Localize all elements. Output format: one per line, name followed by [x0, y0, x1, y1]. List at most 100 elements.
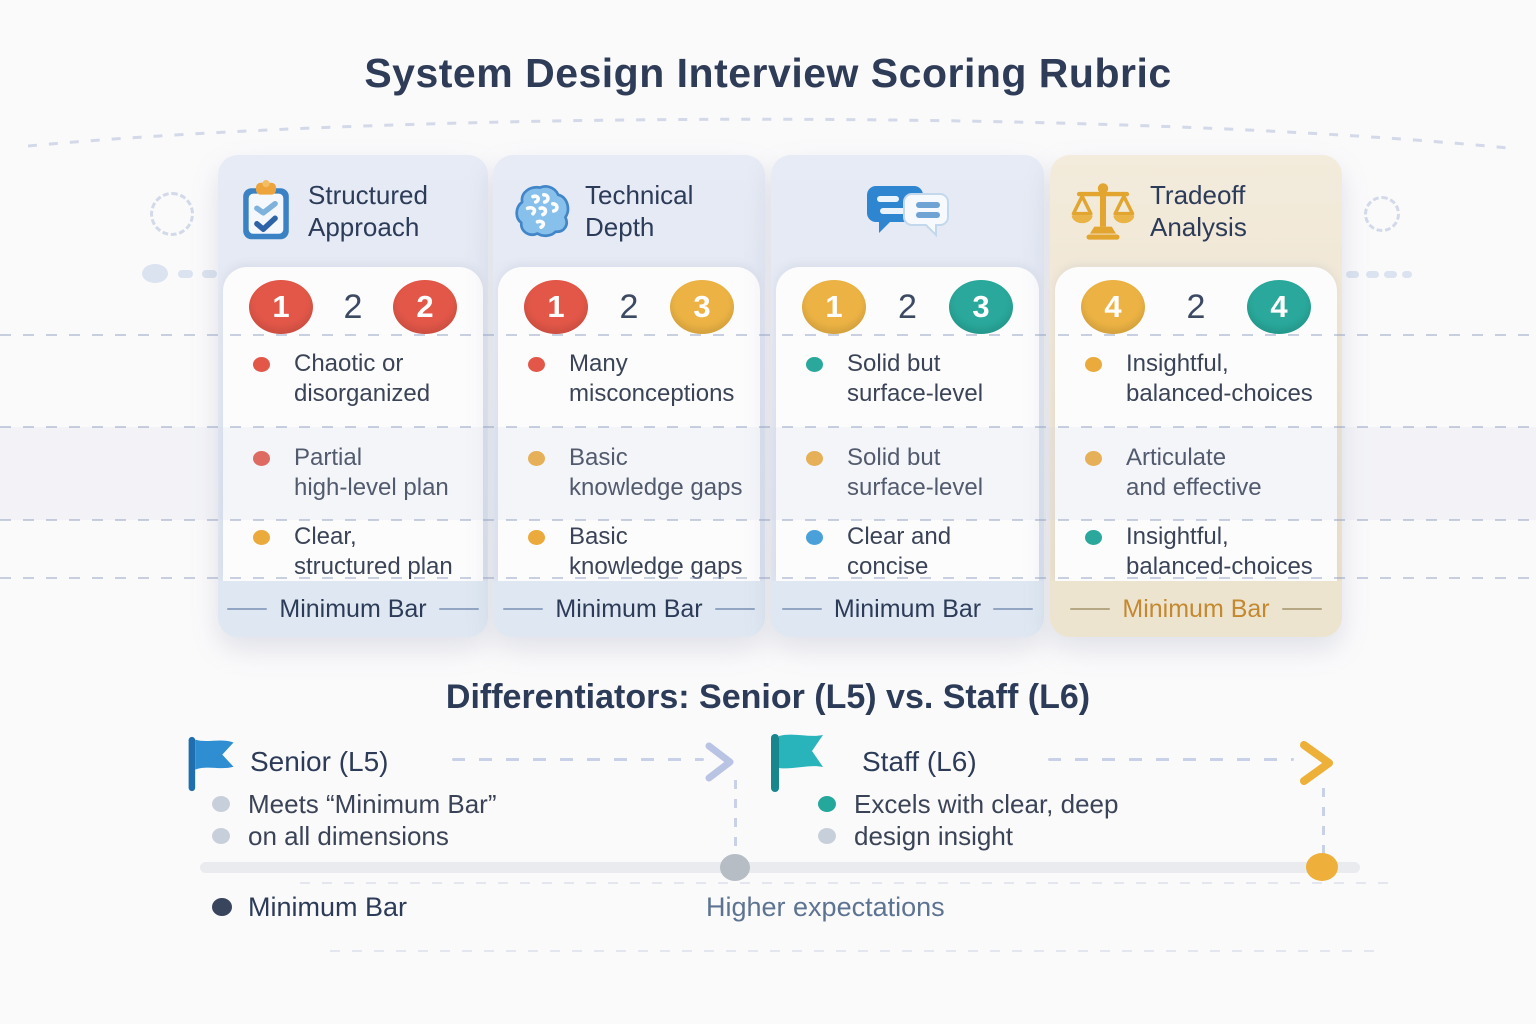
- bullet-dot: [253, 451, 270, 466]
- staff-level-marker: [1306, 853, 1338, 881]
- bullet-dot: [528, 451, 545, 466]
- score-badge: 4: [1247, 280, 1311, 334]
- bullet-dot: [1085, 357, 1102, 372]
- minimum-bar-label: Minimum Bar: [279, 594, 427, 623]
- score-badge: 3: [670, 280, 734, 334]
- card-title: Tradeoff Analysis: [1150, 180, 1247, 242]
- score-badge: 4: [1081, 280, 1145, 334]
- bullet-dot: [528, 530, 545, 545]
- bullet-text: high-level plan: [294, 474, 449, 501]
- footer-line: [227, 608, 268, 610]
- bullet-dot: [253, 530, 270, 545]
- bullet-dot: [253, 357, 270, 372]
- footer-line: [503, 608, 544, 610]
- expectation-track: [200, 862, 1360, 873]
- minimum-bar-marker: [720, 854, 750, 881]
- list-item: Articulate and effective: [1055, 427, 1337, 520]
- bullet-dot: [1085, 451, 1102, 466]
- vertical-dash-connector: [734, 780, 737, 862]
- dash-decoration: [1346, 271, 1359, 278]
- bullet-text: balanced-choices: [1126, 380, 1313, 407]
- bullet-text: structured plan: [294, 553, 453, 580]
- score-number: 2: [619, 287, 639, 326]
- score-badge-row: 4 2 4: [1055, 279, 1337, 335]
- bullet-text: surface-level: [847, 380, 984, 407]
- bullet-text: Clear and: [847, 523, 952, 550]
- minimum-bar-footer: Minimum Bar: [218, 581, 488, 637]
- bullet-dot: [212, 828, 230, 844]
- bullet-dot: [818, 828, 836, 844]
- bullet-text: Basic: [569, 523, 628, 550]
- list-item: Excels with clear, deep: [818, 788, 1118, 820]
- bullet-dot: [818, 796, 836, 812]
- minimum-bar-label: Minimum Bar: [833, 594, 982, 623]
- score-badge: 2: [393, 280, 457, 334]
- minimum-bar-label: Minimum Bar: [1122, 594, 1270, 623]
- score-number: 2: [898, 287, 917, 326]
- bullet-text: design insight: [854, 820, 1013, 851]
- chat-bubbles-icon: [866, 186, 949, 238]
- score-badge-row: 1 2 3: [498, 279, 760, 335]
- bullet-dot: [212, 796, 230, 812]
- bullet-dot: [806, 451, 823, 466]
- card-panel: 4 2 4 Insightful,balanced-choices Articu…: [1055, 267, 1337, 581]
- bullet-text: on all dimensions: [248, 820, 449, 851]
- faint-dashed-line: [330, 950, 1385, 952]
- bullet-text: surface-level: [847, 474, 984, 501]
- bullet-text: Articulate: [1126, 444, 1227, 471]
- clipboard-icon: [243, 180, 289, 240]
- bullet-dot: [806, 530, 823, 545]
- bullet-dot: [806, 357, 823, 372]
- card-header: Tradeoff Analysis: [1050, 155, 1342, 267]
- footer-line: [993, 608, 1034, 610]
- senior-label: Senior (L5): [250, 746, 389, 777]
- minimum-bar-legend-label: Minimum Bar: [248, 892, 408, 922]
- list-item: Partial high-level plan: [223, 427, 483, 520]
- staff-flag-icon: [771, 734, 823, 792]
- brain-icon: [515, 185, 570, 238]
- footer-line: [1070, 608, 1111, 610]
- bullet-text: misconceptions: [569, 380, 735, 407]
- card-header: Structured Approach: [218, 155, 488, 267]
- dashed-circle-decoration: [1364, 196, 1400, 232]
- bullet-text: Meets “Minimum Bar”: [248, 788, 497, 819]
- bullet-text: Basic: [569, 444, 628, 471]
- bullet-text: Chaotic or: [294, 350, 404, 377]
- footer-line: [781, 608, 822, 610]
- staff-label: Staff (L6): [862, 746, 977, 777]
- dash-decoration: [1366, 271, 1379, 278]
- bullet-text: Clear,: [294, 523, 357, 550]
- list-item: on all dimensions: [212, 820, 449, 852]
- differentiators-title: Differentiators: Senior (L5) vs. Staff (…: [445, 678, 1091, 716]
- dashed-circle-decoration: [150, 192, 194, 236]
- bullet-text: knowledge gaps: [569, 474, 743, 501]
- list-item: Clear, structured plan: [223, 520, 483, 581]
- bullet-text: and effective: [1126, 474, 1262, 501]
- list-item: Insightful,balanced-choices: [1055, 520, 1337, 581]
- staff-connector-dashes: [1048, 758, 1294, 761]
- dash-decoration: [178, 270, 193, 278]
- arrow-right-icon: [705, 742, 734, 782]
- bullet-text: Partial: [294, 444, 363, 471]
- score-badge: 1: [802, 280, 866, 334]
- bullet-text: Insightful,: [1126, 350, 1229, 377]
- score-badge-row: 1 2 2: [223, 279, 483, 335]
- dash-decoration: [1384, 271, 1397, 278]
- score-badge: 3: [949, 280, 1013, 334]
- vertical-dash-connector: [1322, 788, 1325, 862]
- list-item: Basic knowledge gaps: [498, 427, 760, 520]
- dashed-arc-decoration: [27, 117, 1509, 150]
- faint-dashed-line: [300, 882, 1396, 884]
- minimum-bar-footer: Minimum Bar: [493, 581, 765, 637]
- dot-decoration: [142, 264, 168, 283]
